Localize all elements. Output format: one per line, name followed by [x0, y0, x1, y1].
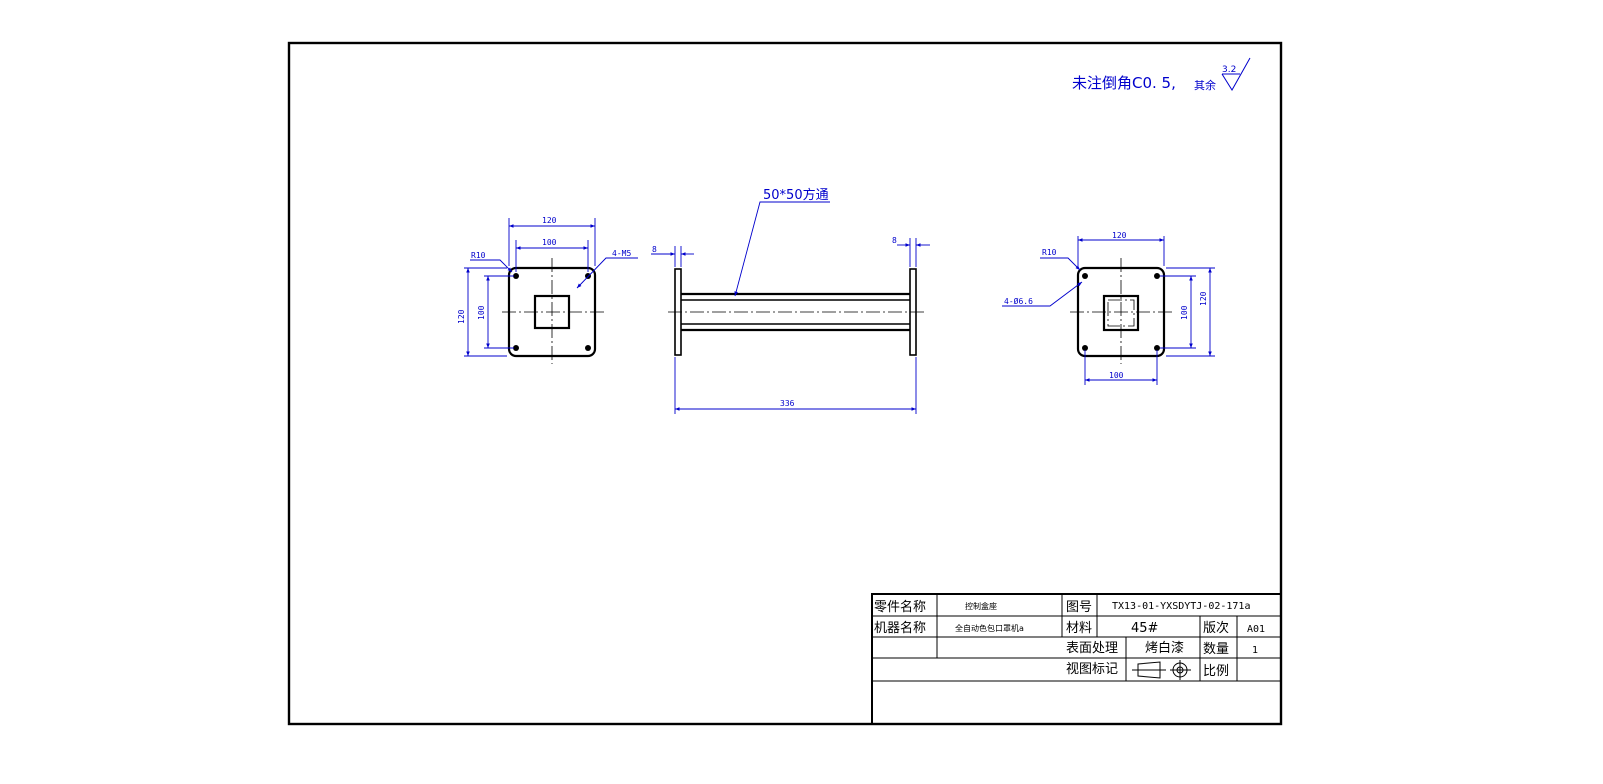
left-radius-label: R10 [471, 251, 486, 260]
mount-hole [1154, 345, 1160, 351]
right-plate-thickness: 8 [892, 236, 897, 245]
projection-symbol-icon [1132, 660, 1191, 680]
tube-callout: 50*50方通 [763, 187, 829, 203]
left-plate-thickness: 8 [652, 245, 657, 254]
drawing-border [287, 41, 1283, 726]
left-hole-callout: 4-M5 [612, 249, 631, 258]
machine-name-value: 全自动色包口罩机a [955, 623, 1024, 633]
part-name-value: 控制盒座 [965, 601, 997, 611]
drawing-no-value: TX13-01-YXSDYTJ-02-171a [1112, 601, 1250, 612]
right-dim-width-100: 100 [1109, 371, 1124, 380]
mount-hole [1082, 273, 1088, 279]
mount-hole [1154, 273, 1160, 279]
quantity-value: 1 [1252, 645, 1258, 656]
view-mark-label: 视图标记 [1066, 662, 1118, 677]
right-dim-height-100: 100 [1180, 305, 1189, 320]
roughness-value: 3.2 [1222, 65, 1236, 75]
mount-hole [1082, 345, 1088, 351]
right-dim-height-120: 120 [1199, 291, 1208, 306]
scale-label: 比例 [1203, 664, 1229, 679]
left-dim-width-120: 120 [542, 216, 557, 225]
front-view: 50*50方通 8 8 336 [651, 187, 930, 414]
left-dim-height-120: 120 [457, 309, 466, 324]
material-label: 材料 [1066, 621, 1092, 636]
mount-hole [513, 345, 519, 351]
mount-hole [585, 345, 591, 351]
material-value: 45# [1131, 621, 1158, 636]
surface-label: 表面处理 [1066, 641, 1118, 656]
left-dim-width-100: 100 [542, 238, 557, 247]
general-note: 未注倒角C0. 5, 其余 3.2 [1072, 57, 1251, 92]
quantity-label: 数量 [1203, 642, 1229, 657]
machine-name-label: 机器名称 [874, 620, 926, 636]
drawing-no-label: 图号 [1066, 600, 1092, 615]
right-radius-label: R10 [1042, 248, 1057, 257]
overall-length: 336 [780, 399, 795, 408]
version-value: A01 [1247, 624, 1265, 635]
mount-hole [513, 273, 519, 279]
title-block: 零件名称 控制盒座 图号 TX13-01-YXSDYTJ-02-171a 机器名… [871, 593, 1282, 725]
roughness-symbol [1221, 57, 1251, 91]
right-end-view: 120 100 100 120 R10 4-Ø6.6 [1002, 231, 1215, 385]
right-dim-width-120: 120 [1112, 231, 1127, 240]
left-dim-height-100: 100 [477, 305, 486, 320]
version-label: 版次 [1203, 620, 1229, 636]
chamfer-note: 未注倒角C0. 5, [1072, 74, 1176, 92]
right-hole-callout: 4-Ø6.6 [1004, 296, 1033, 306]
left-end-view: 120 100 120 100 R10 4-M5 [457, 216, 638, 364]
rest-note: 其余 [1194, 78, 1216, 92]
surface-value: 烤白漆 [1145, 640, 1184, 656]
part-name-label: 零件名称 [874, 599, 926, 615]
